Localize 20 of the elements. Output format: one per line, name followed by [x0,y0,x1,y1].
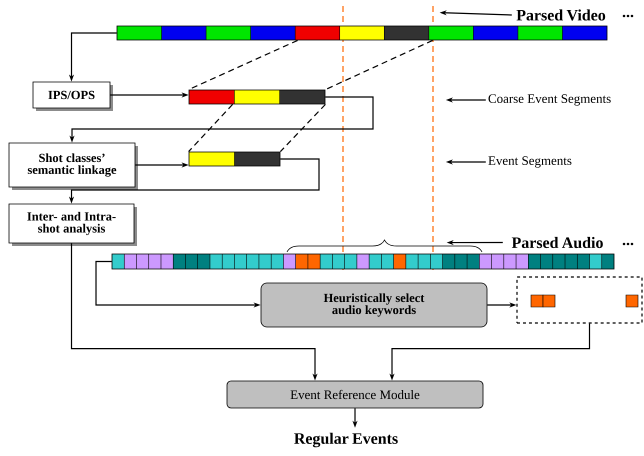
segment-label: Event Segments [488,156,572,168]
segment-bar [188,152,280,166]
ellipsis: ... [622,14,634,18]
keyword-box [516,276,643,324]
process-box: Inter- and Intra-shot analysis [8,204,137,246]
process-box: IPS/OPS [32,82,113,111]
audio-segment-bar [112,254,614,270]
output-title: Regular Events [294,432,398,448]
video-segment-bar [116,26,608,40]
stream-title: Parsed Audio [512,236,603,248]
segment-label: Coarse Event Segments [488,94,611,106]
projection-line [188,104,234,152]
projection-line [325,40,433,90]
projection-line [280,104,326,152]
ellipsis: ... [622,242,634,246]
process-box: Heuristically select audio keywords [260,282,488,328]
stream-title: Parsed Video [516,9,606,21]
segment-bar [188,90,326,104]
process-box: Shot classes’ semantic linkage [8,142,138,190]
module-box: Event Reference Module [226,380,484,408]
